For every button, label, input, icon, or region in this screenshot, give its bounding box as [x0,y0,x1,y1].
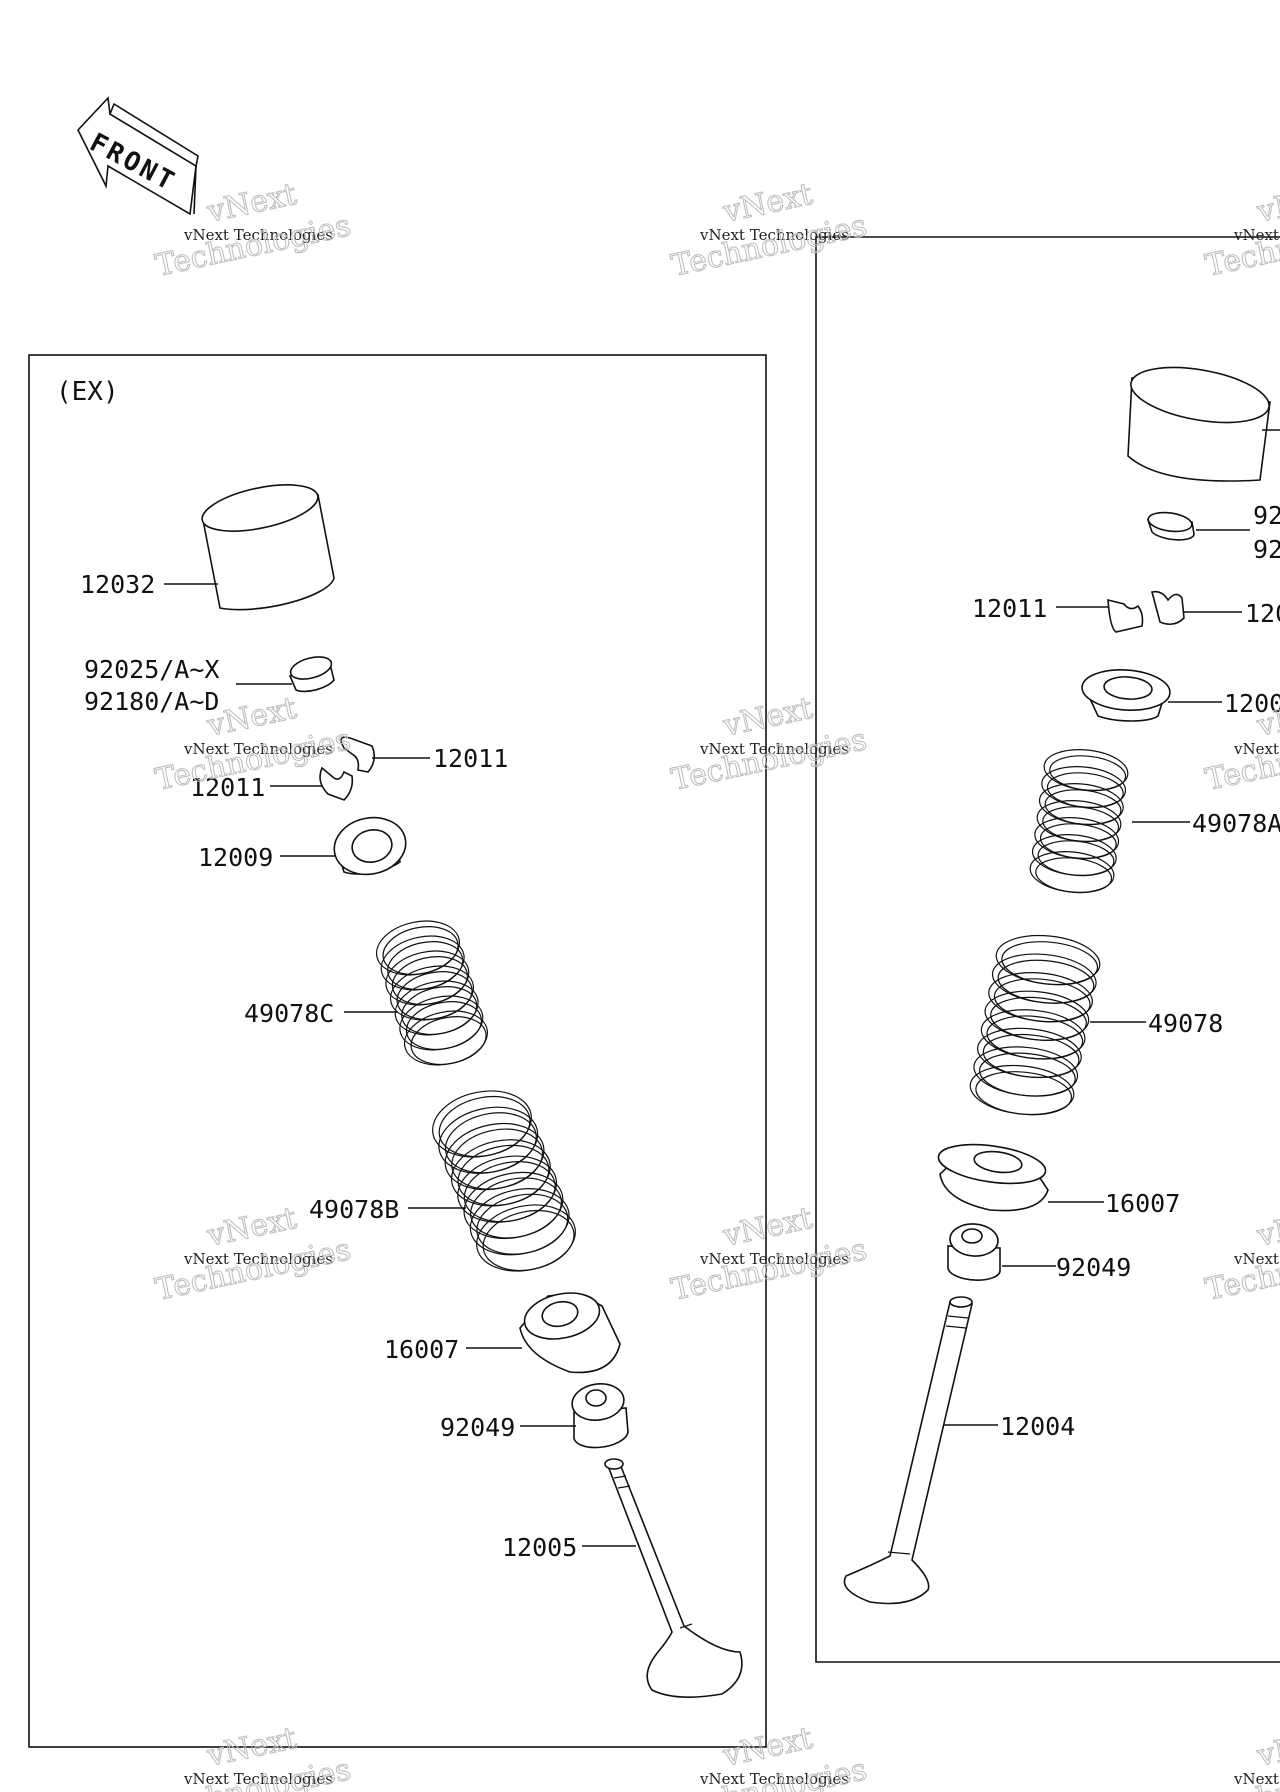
in-label-shim-alt: 92 [1253,535,1280,564]
watermark-text: vNext Technologies [183,1770,333,1788]
in-label-retainer: 1200 [1224,689,1280,718]
spring-coil-inner [990,996,1087,1041]
intake-spring-seat-part [937,1143,1049,1212]
ex-label-shim-alt: 92180/A~D [84,687,219,716]
watermark-text: vNext Technologies [1233,226,1280,244]
watermark-text: vNext Technologies [699,1250,849,1268]
shim-part [288,656,335,693]
watermark-text: vNext Technologies [699,1770,849,1788]
in-label-cotter-left: 12011 [972,594,1047,623]
in-label-cotter-right: 120 [1245,599,1280,628]
spring-coil-inner [1037,840,1115,877]
in-label-inner-spring: 49078A [1192,809,1280,838]
watermark-text-vnext: vNext [1253,1201,1280,1254]
in-label-spring-seat: 16007 [1105,1189,1180,1218]
outer-spring-part [432,1090,576,1272]
spring-coil-inner [410,1016,487,1065]
watermark-text-vnext: vNext [1253,1721,1280,1774]
retainer-part [333,816,407,876]
spring-coil-inner [975,1071,1073,1116]
ex-label-outer-spring: 49078B [309,1195,399,1224]
intake-shim-part [1146,511,1195,541]
watermark-text: vNext Technologies [1233,1250,1280,1268]
oil-seal-part [571,1383,629,1449]
in-label-shim: 92 [1253,501,1280,530]
ex-label-valve: 12005 [502,1533,577,1562]
watermark-text: vNext Technologies [699,740,849,758]
ex-label-shim: 92025/A~X [84,655,219,684]
ex-label-inner-spring: 49078C [244,999,334,1028]
tappet-part [201,484,335,611]
spring-coil-inner [993,978,1091,1023]
spring-coil-inner [986,1015,1084,1060]
spring-coil-inner [1035,857,1113,894]
intake-tappet-part [1127,366,1280,482]
ex-label-retainer: 12009 [198,843,273,872]
exhaust-panel-label: (EX) [56,377,119,407]
spring-seat-part [519,1292,621,1374]
watermark-text: vNext Technologies [183,226,333,244]
intake-outer-spring-part [969,934,1101,1116]
spring-coil-inner [1001,941,1099,986]
watermark-text-vnext: vNext [1253,177,1280,230]
spring-coil-inner [482,1209,575,1272]
intake-retainer-part [1081,669,1171,722]
valve-part [604,1458,743,1698]
intake-cotter-part [1107,590,1185,633]
in-label-valve: 12004 [1000,1412,1075,1441]
spring-coil [432,1090,532,1158]
watermark-text: vNext Technologies [1233,740,1280,758]
exhaust-panel-frame [28,354,767,1748]
watermark-text: vNext Technologies [183,740,333,758]
in-label-outer-spring: 49078 [1148,1009,1223,1038]
cotter-part [319,736,376,801]
watermark-text: vNext Technologies [183,1250,333,1268]
intake-valve-part [843,1296,973,1605]
watermark-text: vNext Technologies [1233,1770,1280,1788]
ex-label-tappet: 12032 [80,570,155,599]
ex-label-spring-seat: 16007 [384,1335,459,1364]
intake-panel-frame [815,236,1280,1663]
spring-coil-inner [997,959,1095,1004]
ex-label-cotter-upper: 12011 [433,744,508,773]
in-label-oil-seal: 92049 [1056,1253,1131,1282]
ex-label-oil-seal: 92049 [440,1413,515,1442]
front-arrow-icon: FRONT [77,96,199,216]
watermark-text: vNext Technologies [699,226,849,244]
intake-inner-spring-part [1029,749,1129,894]
ex-label-cotter-lower: 12011 [190,773,265,802]
spring-coil-inner [982,1033,1080,1079]
inner-spring-part [375,920,489,1066]
intake-oil-seal-part [947,1223,1001,1281]
spring-coil-inner [476,1193,569,1255]
spring-coil-inner [979,1052,1076,1097]
